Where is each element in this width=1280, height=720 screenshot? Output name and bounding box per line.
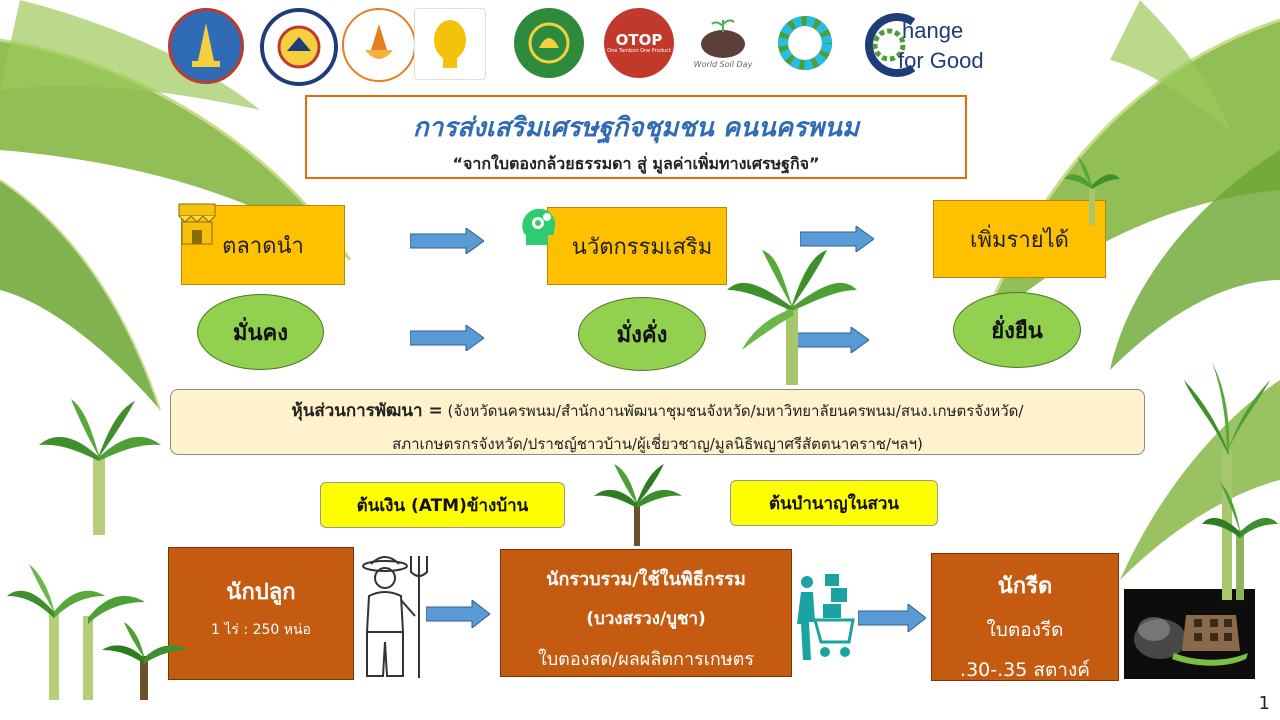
banana-plant-icon (7, 564, 145, 700)
collector-box: นักรวบรวม/ใช้ในพิธีกรรม (บวงสรวง/บูชา) ใ… (500, 549, 792, 677)
arrow-right-icon (800, 226, 874, 252)
collector-line2: (บวงสรวง/บูชา) (586, 609, 706, 629)
partners-line1: (จังหวัดนครพนม/สำนักงานพัฒนาชุมชนจังหวัด… (447, 402, 1024, 420)
sustainable-oval: ยั่งยืน (953, 292, 1081, 368)
grower-box: นักปลูก 1 ไร่ : 250 หน่อ (168, 547, 354, 680)
charcoal-iron-photo (1124, 589, 1255, 679)
sapling-icon (594, 464, 682, 546)
ironer-box: นักรีด ใบตองรีด .30-.35 สตางค์ (931, 553, 1119, 681)
ironer-line1: ใบตองรีด (986, 619, 1064, 641)
shop-icon (178, 203, 216, 245)
market-label: ตลาดนำ (222, 233, 304, 259)
income-box: เพิ่มรายได้ (933, 200, 1106, 278)
income-label: เพิ่มรายได้ (970, 227, 1069, 253)
community-development-logo (260, 8, 338, 86)
banana-plant-icon (727, 250, 857, 385)
innovation-box: นวัตกรรมเสริม (547, 207, 727, 285)
sdg-logo (770, 8, 840, 78)
shopping-cart-person-icon (797, 574, 855, 660)
atm-tree-tag: ต้นเงิน (ATM)ข้างบ้าน (320, 482, 565, 528)
grower-detail: 1 ไร่ : 250 หน่อ (211, 622, 311, 638)
title-box: การส่งเสริมเศรษฐกิจชุมชน คนนครพนม “จากใบ… (305, 95, 967, 179)
page-subtitle: “จากใบตองกล้วยธรรมดา สู่ มูลค่าเพิ่มทางเ… (452, 154, 820, 173)
arrow-right-icon (858, 604, 926, 632)
otop-logo-text: OTOP (615, 31, 663, 49)
ironer-line2: .30-.35 สตางค์ (960, 659, 1090, 681)
otop-logo-subtext: One Tambon One Product (607, 48, 671, 54)
change-logo-line2: for Good (898, 48, 984, 73)
innovation-head-icon (522, 208, 556, 245)
wealthy-oval: มั่งคั่ง (578, 297, 706, 371)
province-seal-logo (168, 8, 244, 84)
arrow-right-icon (795, 327, 869, 353)
sustainable-label: ยั่งยืน (991, 318, 1043, 344)
wealthy-label: มั่งคั่ง (616, 322, 668, 348)
stable-oval: มั่นคง (197, 294, 324, 370)
change-logo-line1: hange (902, 18, 964, 43)
innovation-label: นวัตกรรมเสริม (571, 234, 713, 260)
grower-title: นักปลูก (226, 580, 296, 605)
ironer-title: นักรีด (997, 574, 1053, 599)
pension-tree-label: ต้นบำนาญในสวน (768, 493, 900, 514)
farmer-icon (362, 556, 428, 678)
partners-box: หุ้นส่วนการพัฒนา = (จังหวัดนครพนม/สำนักง… (170, 389, 1145, 455)
world-soil-day-text: World Soil Day (693, 60, 753, 69)
banana-leaf-left-decoration (0, 180, 161, 411)
ministry-seal-logo (514, 8, 584, 78)
banana-plant-icon (39, 399, 161, 535)
otop-logo: OTOP One Tambon One Product (604, 8, 674, 78)
atm-tree-label: ต้นเงิน (ATM)ข้างบ้าน (356, 495, 529, 516)
collector-line1: นักรวบรวม/ใช้ในพิธีกรรม (546, 569, 746, 590)
small-banana-plant-icon (1064, 157, 1120, 225)
pension-tree-tag: ต้นบำนาญในสวน (730, 480, 938, 526)
banana-plant-icon (102, 622, 188, 700)
page-title: การส่งเสริมเศรษฐกิจชุมชน คนนครพนม (412, 113, 860, 143)
world-soil-day-logo: World Soil Day (688, 8, 758, 78)
banana-plant-icon (1202, 482, 1278, 600)
arrow-right-icon (410, 325, 484, 351)
university-logo (342, 8, 416, 82)
banana-leaf-bottom-right-decoration (1120, 380, 1280, 580)
stable-label: มั่นคง (233, 320, 288, 346)
agricultural-seal-logo (414, 8, 486, 80)
collector-line3: ใบตองสด/ผลผลิตการเกษตร (537, 649, 755, 670)
change-for-good-logo: hange for Good (858, 12, 1038, 78)
partners-line2: สภาเกษตรกรจังหวัด/ปราชญ์ชาวบ้าน/ผู้เชี่ย… (392, 435, 923, 453)
partners-label: หุ้นส่วนการพัฒนา = (291, 401, 443, 421)
arrow-right-icon (426, 600, 490, 628)
arrow-right-icon (410, 228, 484, 254)
page-number: 1 (1258, 693, 1270, 714)
